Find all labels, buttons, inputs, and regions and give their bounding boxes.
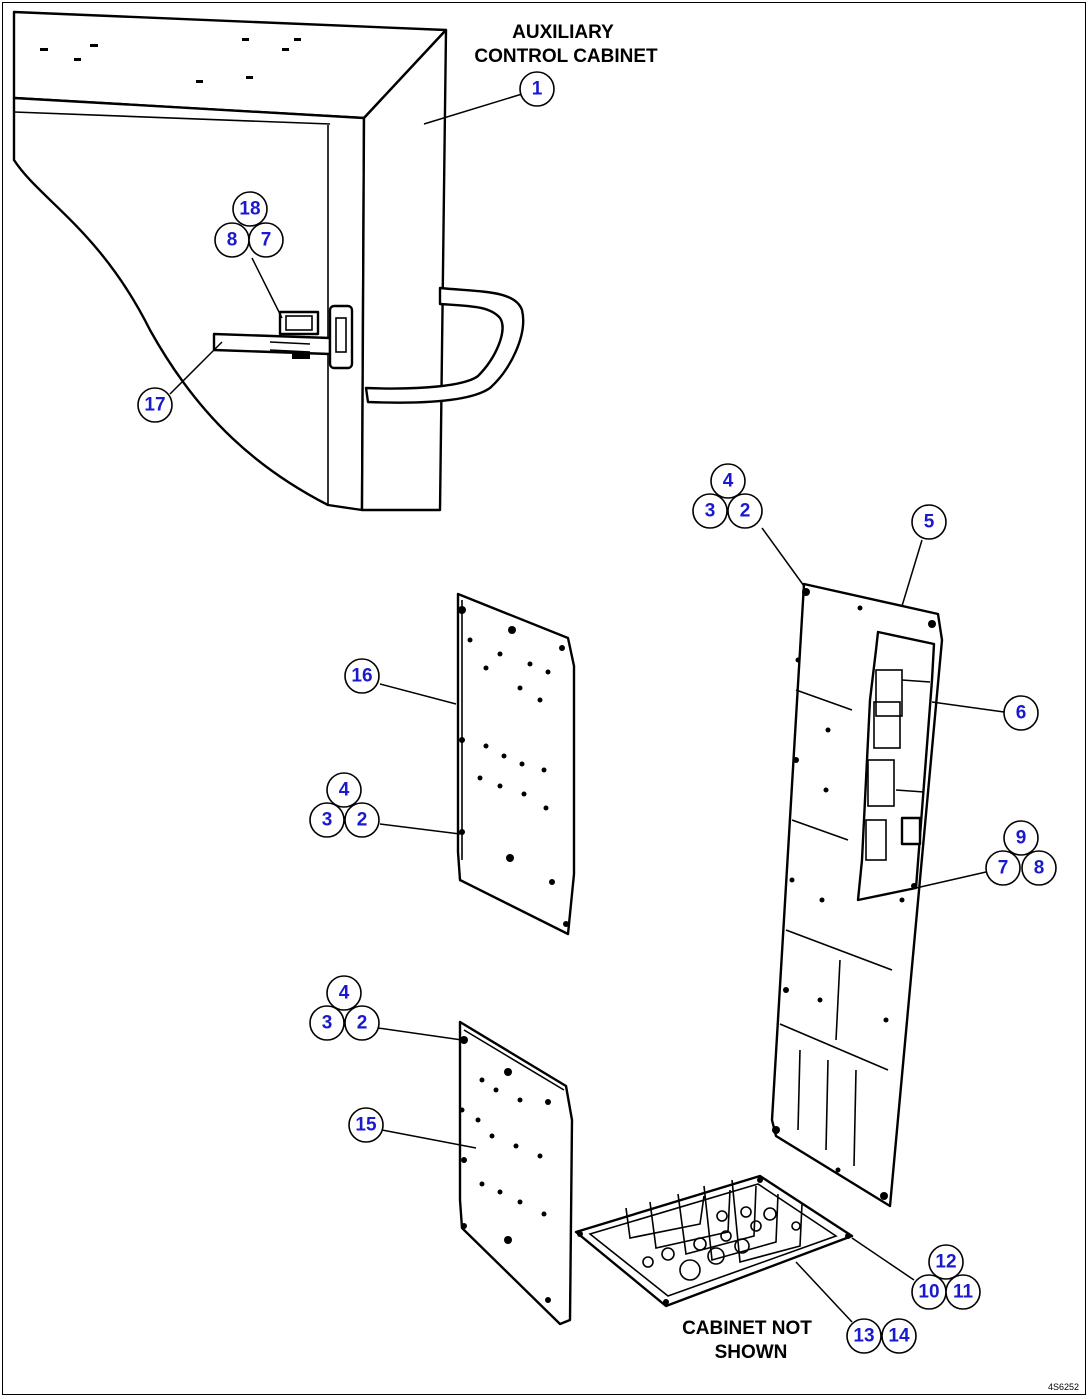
leader-lines (169, 93, 1005, 1323)
callout-cluster-13-14: 13 14 (846, 1318, 917, 1354)
callout-13-text: 13 (853, 1326, 874, 1347)
callout-16-text: 16 (351, 666, 372, 687)
callout-10-text: 10 (918, 1282, 939, 1303)
callout-15: 15 (348, 1107, 384, 1143)
callout-4-text: 4 (723, 471, 734, 492)
callout-cluster-4-3-2-low: 4 3 2 (309, 975, 380, 1041)
callout-7-text: 7 (998, 858, 1009, 879)
note-label-line2: SHOWN (715, 1342, 788, 1363)
callout-4-text: 4 (339, 983, 350, 1004)
callout-8-text: 8 (1034, 858, 1045, 879)
callout-1-text: 1 (532, 79, 543, 100)
callout-18-text: 18 (239, 199, 260, 220)
callout-6-text: 6 (1016, 703, 1027, 724)
callout-3-text: 3 (705, 501, 716, 522)
document-id: 4S6252 (1048, 1382, 1079, 1392)
latch-assembly (212, 304, 354, 370)
callout-7-text: 7 (261, 230, 272, 251)
auxiliary-control-cabinet (12, 10, 525, 512)
callout-17: 17 (137, 387, 173, 423)
callout-1: 1 (519, 71, 555, 107)
callout-11-text: 11 (953, 1282, 974, 1303)
callout-5-text: 5 (924, 512, 935, 533)
callout-8-text: 8 (227, 230, 238, 251)
callout-4-text: 4 (339, 780, 350, 801)
cabinet-top-holes (40, 38, 301, 83)
callout-2-text: 2 (357, 810, 368, 831)
callout-cluster-4-3-2-top: 4 3 2 (692, 463, 763, 529)
callout-12-text: 12 (935, 1252, 956, 1273)
cabinet-label-line1: AUXILIARY (512, 22, 614, 43)
panel-15-holes (459, 1036, 551, 1303)
callout-2-text: 2 (357, 1013, 368, 1034)
callout-9-text: 9 (1016, 828, 1027, 849)
bottom-plate-holes (577, 1177, 851, 1305)
note-label-line1: CABINET NOT (682, 1318, 812, 1339)
bottom-plate-tubes (625, 1179, 803, 1264)
panel-5-holes (772, 588, 936, 1200)
panel-5 (770, 582, 944, 1208)
bottom-plate-13 (574, 1174, 854, 1308)
callout-2-text: 2 (740, 501, 751, 522)
callout-3-text: 3 (322, 1013, 333, 1034)
callout-cluster-12-10-11: 12 10 11 (911, 1244, 981, 1310)
callout-cluster-9-7-8: 9 7 8 (985, 820, 1057, 886)
panel-16 (456, 592, 576, 936)
callout-16: 16 (344, 658, 380, 694)
callout-5: 5 (911, 504, 947, 540)
callout-cluster-4-3-2-mid: 4 3 2 (309, 772, 380, 838)
callout-cluster-18-8-7: 18 8 7 (214, 191, 284, 258)
bracket-6 (856, 630, 936, 902)
callout-17-text: 17 (144, 395, 165, 416)
panel-16-holes (458, 606, 569, 927)
callout-6: 6 (1003, 695, 1039, 731)
cabinet-label-line2: CONTROL CABINET (474, 46, 658, 67)
callout-14-text: 14 (888, 1326, 910, 1347)
panel-15 (458, 1020, 574, 1326)
callout-3-text: 3 (322, 810, 333, 831)
callout-15-text: 15 (355, 1115, 377, 1136)
